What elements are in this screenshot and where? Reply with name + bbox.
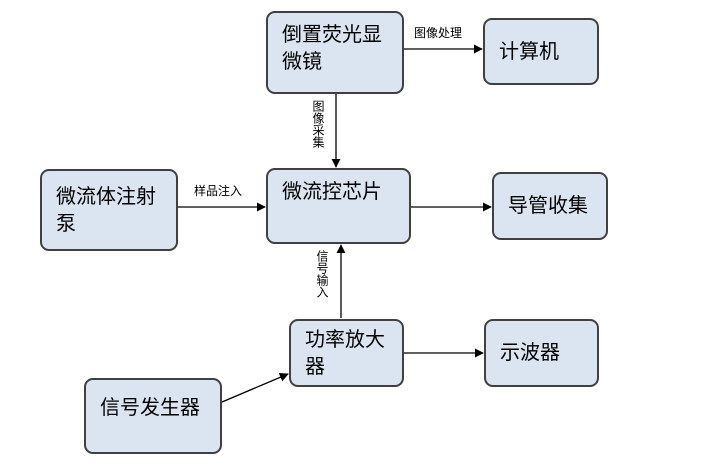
edge-label-signal-input: 信号输入 — [315, 250, 329, 298]
node-tube-collect: 导管收集 — [492, 172, 608, 240]
node-syringe-pump: 微流体注射泵 — [40, 169, 178, 251]
node-amplifier: 功率放大器 — [289, 319, 404, 387]
node-signal-generator: 信号发生器 — [84, 378, 222, 454]
node-computer: 计算机 — [483, 18, 599, 85]
arrow-generator-to-amplifier — [221, 373, 289, 403]
node-microscope: 倒置荧光显微镜 — [266, 11, 404, 94]
node-chip: 微流控芯片 — [266, 168, 411, 244]
node-oscilloscope: 示波器 — [484, 319, 599, 387]
edge-label-image-processing: 图像处理 — [414, 26, 463, 40]
edge-label-sample-injection: 样品注入 — [194, 184, 243, 198]
edge-label-image-acquisition: 图像采集 — [311, 100, 325, 148]
